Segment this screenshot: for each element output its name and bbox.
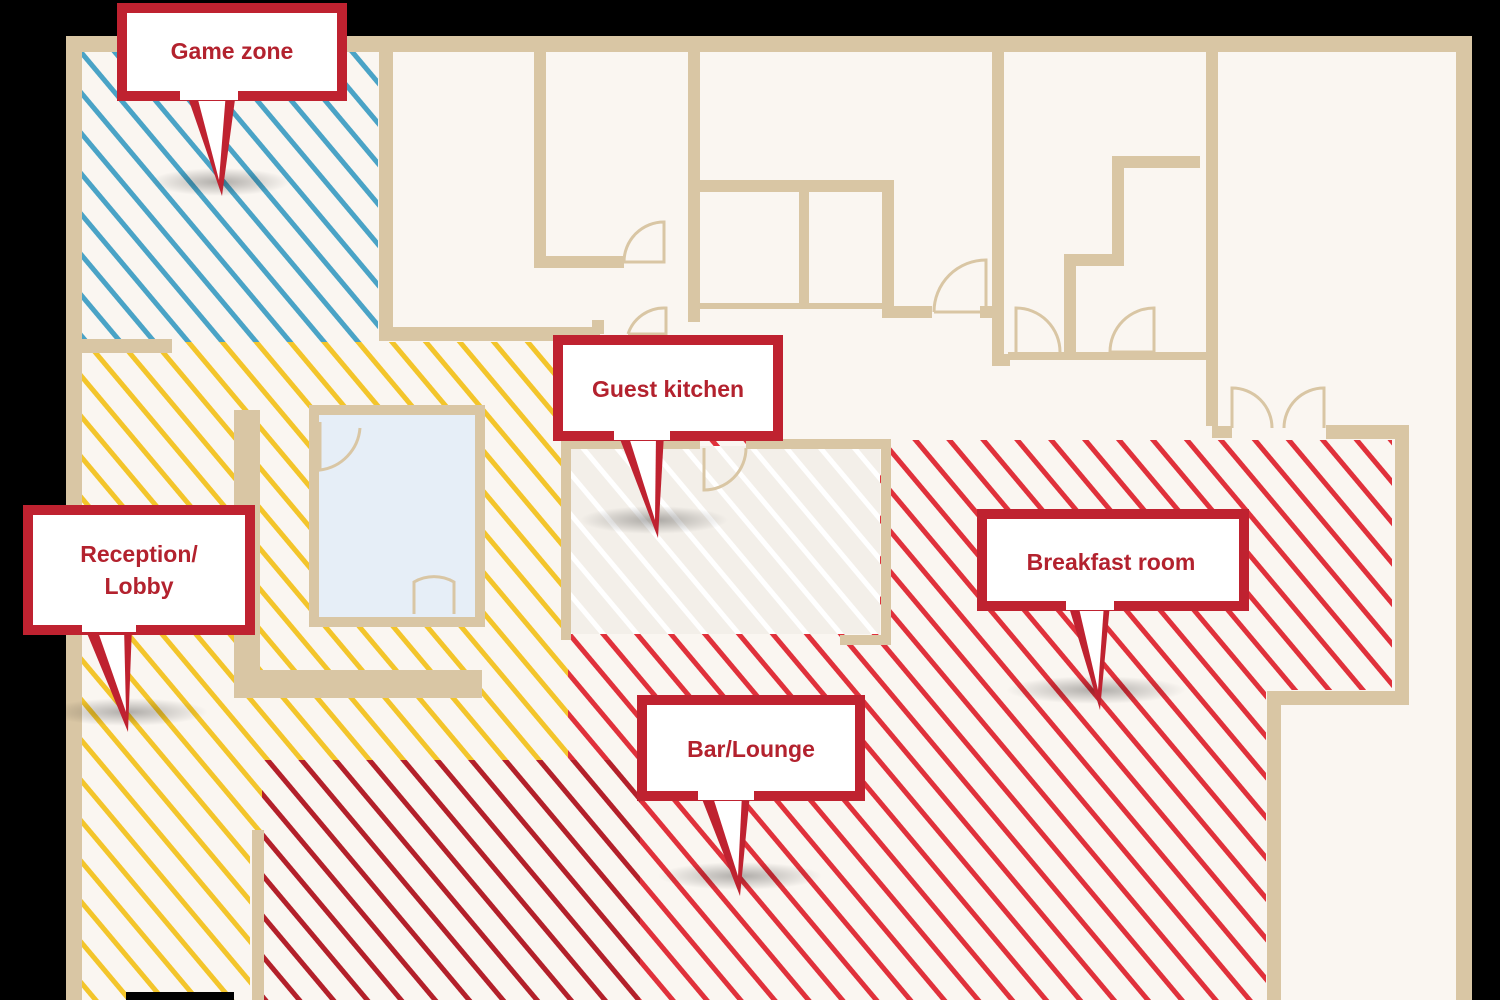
breakfast-room-label: Breakfast room — [1027, 549, 1196, 575]
guest-kitchen-area — [570, 446, 880, 634]
doors — [318, 220, 1326, 614]
entrance-gap — [126, 992, 234, 1000]
guest-kitchen-label: Guest kitchen — [592, 376, 744, 402]
callout-reception[interactable]: Reception/ Lobby — [23, 505, 255, 732]
game-zone-area — [82, 52, 378, 342]
callout-bar-lounge[interactable]: Bar/Lounge — [637, 695, 865, 896]
glass-room — [318, 414, 476, 618]
reception-label-line1: Reception/ — [80, 541, 198, 567]
callout-game-zone[interactable]: Game zone — [117, 3, 347, 196]
callout-guest-kitchen[interactable]: Guest kitchen — [553, 335, 783, 538]
callout-breakfast-room[interactable]: Breakfast room — [977, 509, 1249, 710]
bar-lounge-label: Bar/Lounge — [687, 736, 815, 762]
reception-label-line2: Lobby — [105, 573, 174, 599]
game-zone-label: Game zone — [171, 38, 294, 64]
bar-lounge-area — [262, 760, 640, 1000]
